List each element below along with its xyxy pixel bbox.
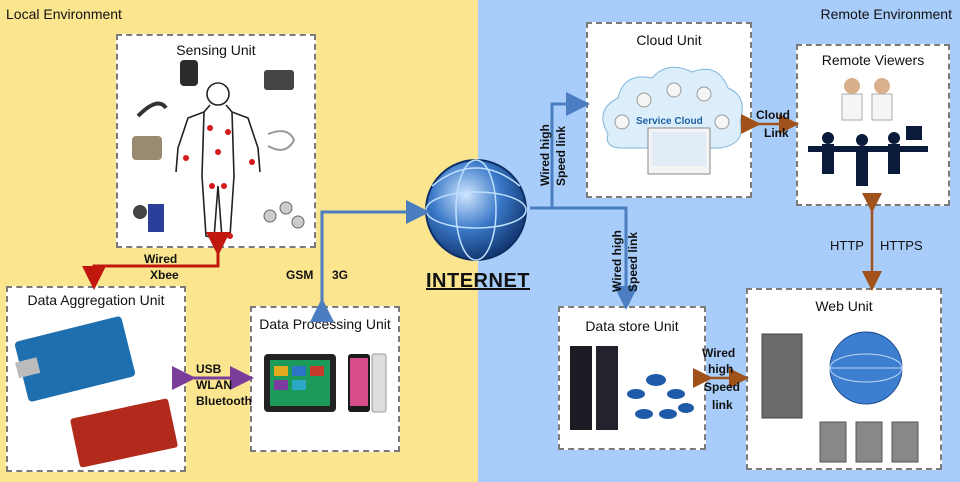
sensor-points: [183, 125, 255, 239]
usb-label: USB: [196, 362, 222, 376]
cloud-unit-title: Cloud Unit: [636, 32, 702, 48]
link-store-label: link: [712, 398, 733, 412]
internet-cloud-arrow: [530, 92, 590, 210]
doctors-illustration: [808, 78, 928, 186]
wlan-label: WLAN: [196, 378, 232, 392]
service-cloud-illustration: Service Cloud: [602, 66, 743, 175]
speed-link-label-1: Speed link: [554, 125, 568, 186]
database-cluster-icon: [627, 374, 694, 419]
service-cloud-text: Service Cloud: [636, 116, 703, 127]
viewers-silhouette-icon: [808, 126, 928, 186]
link-label: Link: [764, 126, 789, 140]
wired-high-label-1: Wired high: [538, 124, 552, 186]
ecg-cable-icon: [132, 136, 162, 160]
doctor-icon: [841, 93, 863, 121]
web-server-illustration: [761, 331, 919, 463]
gsm-label: GSM: [286, 268, 314, 282]
server-tower-icon: [761, 333, 803, 419]
data-processing-unit-box: Data Processing Unit: [250, 306, 400, 452]
web-unit-box: Web Unit: [746, 288, 942, 470]
server-node-icon-2: [855, 421, 883, 463]
wrist-monitor-icon: [180, 60, 198, 86]
internet-label: INTERNET: [426, 270, 530, 292]
glucose-meter-icon: [148, 204, 164, 232]
server-node-icon-1: [819, 421, 847, 463]
remote-environment-label: Remote Environment: [820, 6, 952, 22]
data-store-unit-title: Data store Unit: [585, 318, 679, 334]
internet-datastore-arrow: [552, 206, 638, 310]
database-illustration: [570, 346, 694, 430]
sensing-aggregation-arrow: [82, 232, 230, 290]
web-unit-title: Web Unit: [815, 298, 873, 314]
processing-internet-arrow: [310, 200, 430, 322]
arduino-blue-board-icon: [14, 316, 136, 402]
https-label: HTTPS: [880, 238, 923, 253]
high-store-label: high: [708, 362, 734, 376]
internet-globe-icon: [425, 159, 527, 261]
sensor-lead-icon: [267, 130, 296, 151]
wired-high-label-2: Wired high: [610, 230, 624, 292]
sensing-unit-illustration: [132, 60, 305, 240]
wired-label: Wired: [144, 252, 178, 266]
remote-viewers-box: Remote Viewers: [796, 44, 950, 206]
server-node-icon-3: [891, 421, 919, 463]
sensing-unit-title: Sensing Unit: [176, 42, 256, 58]
data-aggregation-unit-box: Data Aggregation Unit: [6, 286, 186, 472]
server-rack-icon: [570, 346, 592, 430]
devices-illustration: [264, 353, 387, 413]
speed-link-label-2: Speed link: [626, 231, 640, 292]
bluetooth-label: Bluetooth: [196, 394, 252, 408]
http-label: HTTP: [830, 238, 864, 253]
arduino-boards-illustration: [14, 316, 178, 468]
cloud-unit-box: Cloud Unit Service Cloud: [586, 22, 752, 198]
remote-viewers-title: Remote Viewers: [821, 52, 925, 68]
3g-label: 3G: [332, 268, 349, 282]
wired-store-label: Wired: [702, 346, 736, 360]
data-store-unit-box: Data store Unit: [558, 306, 706, 450]
human-body-icon: [175, 82, 261, 240]
sensing-unit-box: Sensing Unit: [116, 34, 316, 248]
local-environment-label: Local Environment: [6, 6, 122, 22]
blood-pressure-cuff-icon: [264, 70, 294, 90]
speed-store-label: Speed: [704, 380, 741, 394]
cloud-link-label: Cloud: [756, 108, 790, 122]
chest-strap-icon: [136, 101, 168, 118]
doctor-icon-2: [871, 93, 893, 121]
data-aggregation-unit-title: Data Aggregation Unit: [27, 292, 165, 308]
arduino-red-board-icon: [70, 398, 178, 468]
xbee-label: Xbee: [150, 268, 179, 282]
